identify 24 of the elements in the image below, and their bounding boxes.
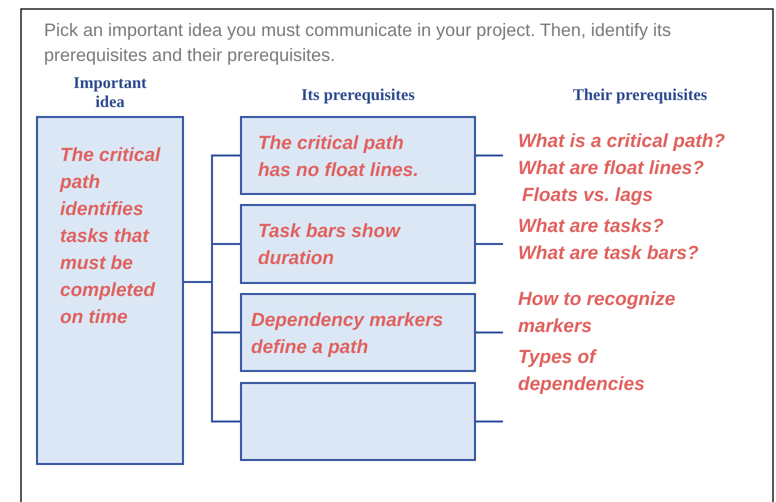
question-text: Types of dependencies (518, 346, 646, 397)
process-box (36, 116, 184, 465)
box-text: The critical path has no float lines. (258, 132, 420, 183)
question-text: What is a critical path? (518, 130, 726, 154)
question-text: How to recognize markers (518, 288, 676, 339)
process-box (240, 293, 476, 372)
question-text: What are task bars? (518, 242, 700, 266)
box-text: The critical path identifies tasks that must be completed on time (60, 144, 162, 330)
process-box (240, 204, 476, 284)
box-text: Task bars show duration (258, 220, 402, 271)
connector-line (476, 154, 503, 156)
instruction-text: Pick an important idea you must communicate in your project. Then, identify its prerequisites and their prerequisites. (44, 19, 672, 67)
connector-line (476, 243, 503, 245)
connector-line (476, 420, 503, 422)
column-heading: Its prerequisites (300, 85, 416, 104)
column-heading: Their prerequisites (572, 85, 708, 104)
question-text: What are float lines? (518, 157, 705, 181)
column-heading: Important idea (72, 73, 148, 111)
box-text: Dependency markers define a path (251, 309, 444, 360)
empty-box (240, 382, 476, 461)
process-box (240, 116, 476, 195)
connector-line (476, 332, 503, 334)
question-text: Floats vs. lags (521, 184, 654, 208)
question-text: What are tasks? (518, 215, 665, 239)
